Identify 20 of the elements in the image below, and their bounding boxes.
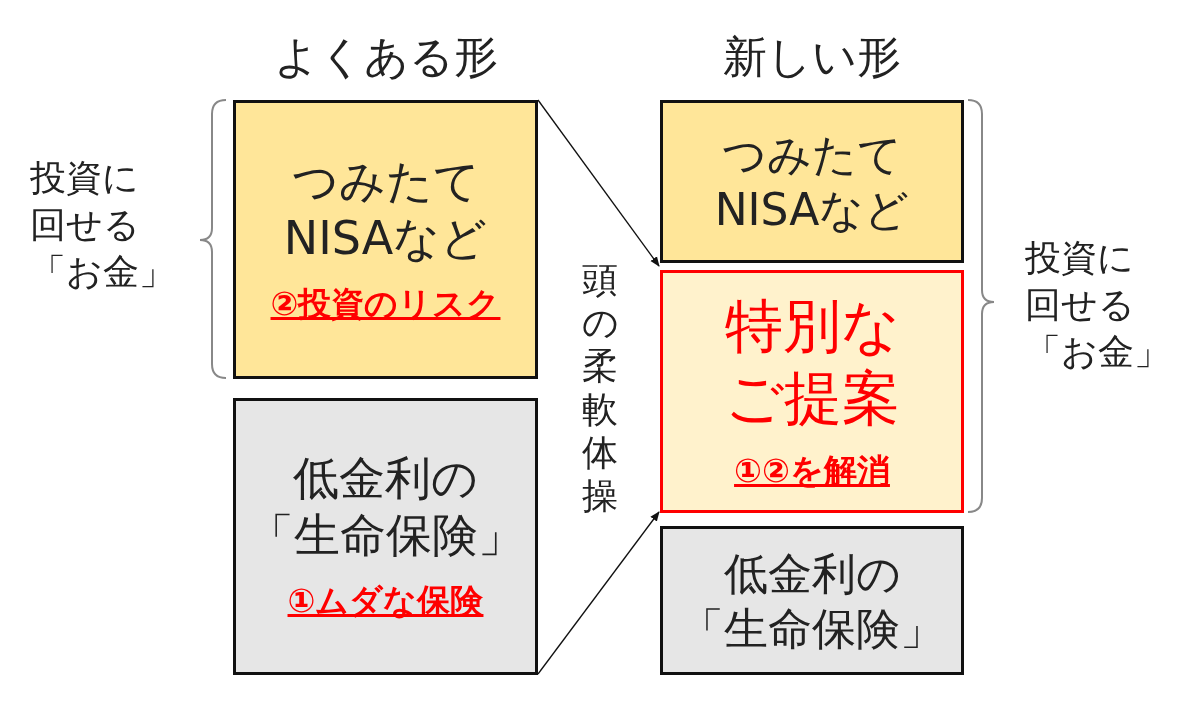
box-text: 低金利の「生命保険」 (247, 449, 524, 564)
box-text: つみたてNISAなど (714, 127, 910, 237)
highlight-text: ②投資のリスク (270, 282, 501, 325)
content-box (660, 100, 964, 263)
content-box (233, 100, 538, 379)
arrow (537, 99, 660, 267)
column-heading: よくある形 (272, 30, 499, 84)
content-box (233, 398, 538, 675)
content-box (660, 526, 964, 675)
side-note: 投資に回せる「お金」 (30, 156, 176, 294)
highlight-text: ①②を解消 (734, 449, 890, 492)
vertical-text: 頭の柔軟体操 (580, 258, 620, 518)
column-heading: 新しい形 (722, 30, 902, 84)
arrow (537, 511, 660, 675)
box-text: 低金利の「生命保険」 (680, 546, 944, 656)
box-text: つみたてNISAなど (283, 152, 488, 267)
highlight-text: ①ムダな保険 (287, 579, 484, 622)
side-note: 投資に回せる「お金」 (1025, 236, 1171, 374)
content-box (660, 270, 964, 513)
box-text: 特別なご提案 (724, 290, 900, 434)
